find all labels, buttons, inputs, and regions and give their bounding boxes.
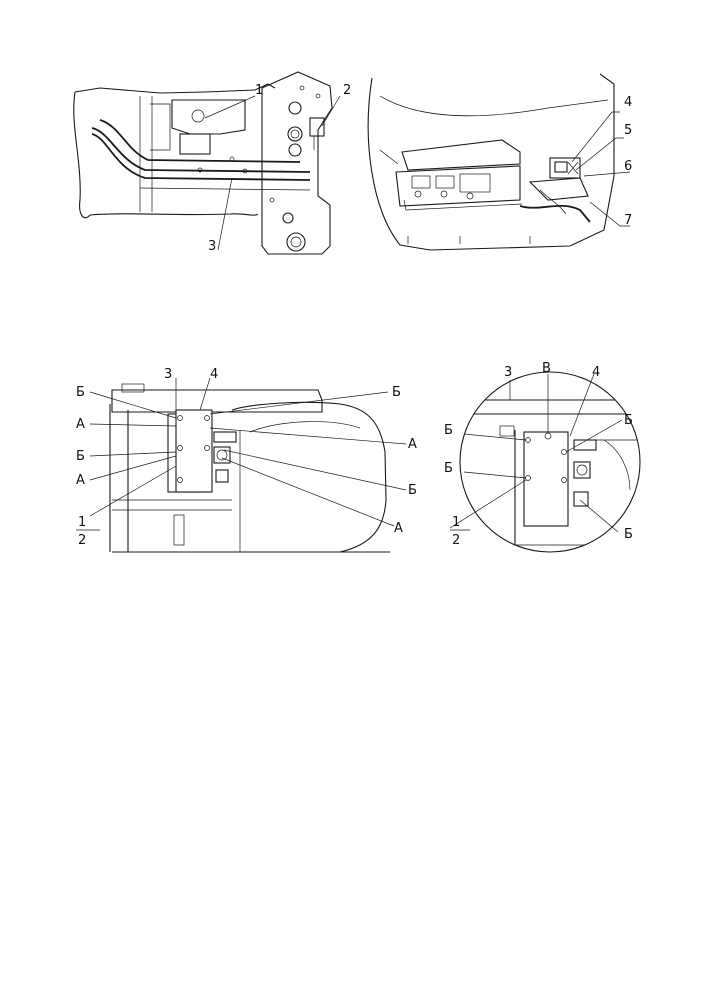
- fraction-numerator: 1: [78, 515, 86, 530]
- figure-bottom-left: [76, 377, 407, 553]
- callout-3: 3: [208, 239, 216, 254]
- detail-fraction-numerator: 1: [452, 515, 460, 530]
- label-b-top-right: Б: [392, 385, 401, 400]
- detail-label-3: 3: [504, 365, 512, 380]
- callout-7: 7: [624, 213, 632, 228]
- detail-label-b-right-lower: Б: [624, 527, 633, 542]
- label-a-lower-left: А: [76, 473, 85, 488]
- callout-2: 2: [343, 83, 351, 98]
- label-3: 3: [164, 367, 172, 382]
- figure-top-left: [73, 71, 341, 255]
- callout-6: 6: [624, 159, 632, 174]
- label-a-bottom-right: А: [394, 521, 403, 536]
- label-a-upper-left: А: [76, 417, 85, 432]
- figure-bottom-right: [449, 371, 641, 553]
- label-a-mid-right: А: [408, 437, 417, 452]
- detail-fraction-denominator: 2: [452, 533, 460, 548]
- label-b-top-left: Б: [76, 385, 85, 400]
- label-4: 4: [210, 367, 218, 382]
- label-b-mid-left: Б: [76, 449, 85, 464]
- callout-1: 1: [255, 83, 263, 98]
- detail-label-v: В: [542, 361, 551, 376]
- fraction-denominator: 2: [78, 533, 86, 548]
- detail-label-4: 4: [592, 365, 600, 380]
- label-b-lower-right: Б: [408, 483, 417, 498]
- detail-label-b-left-lower: Б: [444, 461, 453, 476]
- detail-label-b-right-upper: Б: [624, 413, 633, 428]
- callout-5: 5: [624, 123, 632, 138]
- detail-label-b-left-upper: Б: [444, 423, 453, 438]
- figure-top-right: [367, 73, 631, 251]
- callout-4: 4: [624, 95, 632, 110]
